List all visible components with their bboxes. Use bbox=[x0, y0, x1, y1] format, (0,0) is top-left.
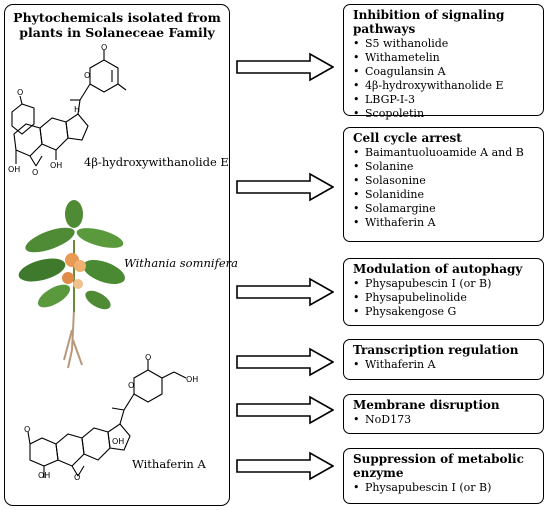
list-item: Physapubescin I (or B) bbox=[353, 277, 537, 291]
left-panel-title-line1: Phytochemicals isolated from bbox=[13, 10, 221, 25]
box-title-line2: enzyme bbox=[353, 466, 404, 480]
list-item: Withaferin A bbox=[353, 216, 537, 230]
list-item: Baimantuoluoamide A and B bbox=[353, 146, 537, 160]
arrow-5 bbox=[236, 395, 334, 425]
arrow-4 bbox=[236, 347, 334, 377]
arrow-3 bbox=[236, 277, 334, 307]
atom-label-oxygen: O bbox=[101, 43, 107, 52]
list-item: Withaferin A bbox=[353, 358, 537, 372]
atom-label-oxygen: O bbox=[24, 425, 30, 434]
list-item: Solanine bbox=[353, 160, 537, 174]
atom-label-hydroxyl: OH bbox=[112, 437, 124, 446]
box-membrane-disruption: Membrane disruption NoD173 bbox=[343, 394, 544, 434]
compound2-label: Withaferin A bbox=[132, 457, 206, 471]
atom-label-hydroxyl: OH bbox=[8, 165, 20, 174]
list-item: NoD173 bbox=[353, 413, 537, 427]
list-item: Physakengose G bbox=[353, 305, 537, 319]
atom-label-oxygen: O bbox=[84, 71, 90, 80]
list-item: LBGP-I-3 bbox=[353, 93, 537, 107]
atom-label-hydrogen: H bbox=[74, 105, 80, 114]
box-transcription-regulation: Transcription regulation Withaferin A bbox=[343, 339, 544, 380]
arrow-2 bbox=[236, 172, 334, 202]
box-title: Transcription regulation bbox=[353, 343, 519, 357]
withania-plant-image bbox=[18, 200, 125, 369]
list-item: Coagulansin A bbox=[353, 65, 537, 79]
atom-label-oxygen: O bbox=[32, 168, 38, 177]
list-item: Withametelin bbox=[353, 51, 537, 65]
box-title: Membrane disruption bbox=[353, 398, 500, 412]
list-item: Physapubescin I (or B) bbox=[353, 481, 537, 495]
atom-label-hydroxyl: OH bbox=[50, 161, 62, 170]
compound-list: S5 withanolide Withametelin Coagulansin … bbox=[353, 37, 537, 121]
left-panel-title: Phytochemicals isolated from plants in S… bbox=[9, 10, 225, 40]
left-panel-title-line2: plants in Solaneceae Family bbox=[19, 25, 215, 40]
list-item: Solanidine bbox=[353, 188, 537, 202]
box-title: Inhibition of signaling pathways bbox=[353, 8, 505, 36]
box-title: Suppression of metabolic enzyme bbox=[353, 452, 537, 480]
list-item: 4β-hydroxywithanolide E bbox=[353, 79, 537, 93]
list-item: Physapubelinolide bbox=[353, 291, 537, 305]
atom-label-hydroxyl: OH bbox=[38, 471, 50, 480]
atom-label-hydroxyl: OH bbox=[186, 375, 198, 384]
box-title: Modulation of autophagy bbox=[353, 262, 523, 276]
arrow-6 bbox=[236, 451, 334, 481]
list-item: Solasonine bbox=[353, 174, 537, 188]
box-modulation-autophagy: Modulation of autophagy Physapubescin I … bbox=[343, 258, 544, 326]
compound-list: NoD173 bbox=[353, 413, 537, 427]
left-panel: Phytochemicals isolated from plants in S… bbox=[4, 4, 230, 506]
arrow-1 bbox=[236, 52, 334, 82]
list-item: Scopoletin bbox=[353, 107, 537, 121]
atom-label-oxygen: O bbox=[17, 88, 23, 97]
box-title: Cell cycle arrest bbox=[353, 131, 462, 145]
compound1-label: 4β-hydroxywithanolide E bbox=[84, 155, 229, 169]
box-cell-cycle-arrest: Cell cycle arrest Baimantuoluoamide A an… bbox=[343, 127, 544, 242]
box-title-line1: Suppression of metabolic bbox=[353, 452, 524, 466]
atom-label-oxygen: O bbox=[74, 473, 80, 482]
plant-label: Withania somnifera bbox=[124, 256, 239, 270]
compound-list: Baimantuoluoamide A and B Solanine Solas… bbox=[353, 146, 537, 230]
box-inhibition-signaling: Inhibition of signaling pathways S5 with… bbox=[343, 4, 544, 121]
atom-label-oxygen: O bbox=[128, 381, 134, 390]
atom-label-oxygen: O bbox=[145, 353, 151, 362]
list-item: S5 withanolide bbox=[353, 37, 537, 51]
compound-list: Withaferin A bbox=[353, 358, 537, 372]
molecule-withaferin-a: O O OH O OH O OH bbox=[24, 353, 198, 482]
list-item: Solamargine bbox=[353, 202, 537, 216]
compound-list: Physapubescin I (or B) bbox=[353, 481, 537, 495]
box-suppression-metabolic-enzyme: Suppression of metabolic enzyme Physapub… bbox=[343, 448, 544, 504]
compound-list: Physapubescin I (or B) Physapubelinolide… bbox=[353, 277, 537, 319]
